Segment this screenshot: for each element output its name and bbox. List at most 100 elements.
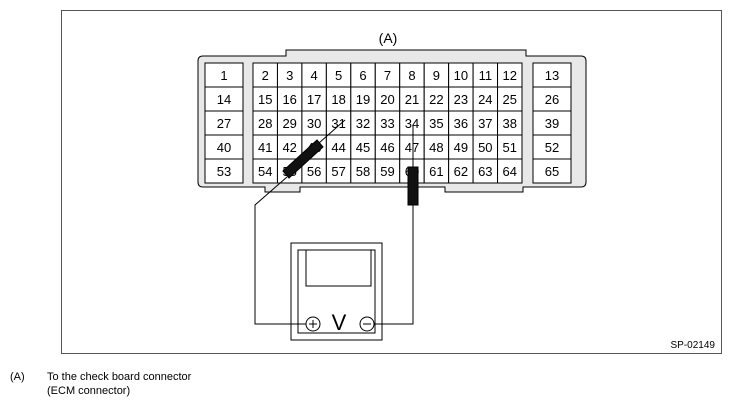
pin-63-cell: [472, 158, 499, 184]
pin-5: 5: [335, 68, 342, 83]
pin-10: 10: [454, 68, 468, 83]
legend-key: (A): [10, 371, 25, 383]
pin-7-cell: [374, 62, 401, 88]
pin-61: 61: [429, 164, 443, 179]
pin-9: 9: [433, 68, 440, 83]
pin-24-cell: [472, 86, 499, 112]
connector-label: (A): [379, 30, 398, 46]
pin-14-cell: [204, 86, 244, 112]
pin-61-cell: [423, 158, 450, 184]
pin-47-cell: [399, 134, 425, 160]
negative-probe: [407, 166, 419, 206]
pin-38-cell: [497, 110, 523, 136]
pin-46: 46: [380, 140, 394, 155]
pin-47: 47: [405, 140, 419, 155]
pin-20-cell: [374, 86, 401, 112]
pin-32: 32: [356, 116, 370, 131]
pin-54-cell: [252, 158, 278, 184]
pin-53-cell: [204, 158, 244, 184]
pin-62: 62: [454, 164, 468, 179]
pin-48: 48: [429, 140, 443, 155]
pin-31: 31: [331, 116, 345, 131]
pin-38: 38: [503, 116, 517, 131]
pin-40-cell: [204, 134, 244, 160]
pin-22: 22: [429, 92, 443, 107]
pin-56: 56: [307, 164, 321, 179]
pin-17: 17: [307, 92, 321, 107]
pin-14: 14: [217, 92, 231, 107]
pin-27: 27: [217, 116, 231, 131]
pin-1: 1: [220, 68, 227, 83]
pin-34: 34: [405, 116, 419, 131]
multimeter-display: [305, 249, 372, 287]
pin-24: 24: [478, 92, 492, 107]
pin-31-cell: [325, 110, 352, 136]
positive-probe-tip: [318, 119, 346, 144]
pin-2: 2: [262, 68, 269, 83]
pin-2-cell: [252, 62, 278, 88]
pin-48-cell: [423, 134, 450, 160]
pin-40: 40: [217, 140, 231, 155]
pin-28: 28: [258, 116, 272, 131]
pin-51: 51: [503, 140, 517, 155]
pin-15: 15: [258, 92, 272, 107]
pin-29: 29: [282, 116, 296, 131]
pin-21: 21: [405, 92, 419, 107]
pin-7: 7: [384, 68, 391, 83]
pin-54: 54: [258, 164, 272, 179]
pin-4-cell: [301, 62, 327, 88]
pin-57-cell: [325, 158, 352, 184]
pin-56-cell: [301, 158, 327, 184]
pin-64-cell: [497, 158, 523, 184]
pin-44: 44: [331, 140, 345, 155]
pin-53: 53: [217, 164, 231, 179]
pin-37: 37: [478, 116, 492, 131]
pin-65: 65: [545, 164, 559, 179]
pin-6: 6: [359, 68, 366, 83]
pin-45: 45: [356, 140, 370, 155]
pin-18: 18: [331, 92, 345, 107]
pin-34-cell: [399, 110, 425, 136]
pin-35-cell: [423, 110, 450, 136]
pin-39-cell: [532, 110, 572, 136]
negative-lead-wire: [374, 205, 414, 325]
pin-45-cell: [350, 134, 376, 160]
legend-line-2: (ECM connector): [47, 385, 131, 397]
pin-23: 23: [454, 92, 468, 107]
pin-52-cell: [532, 134, 572, 160]
pin-26: 26: [545, 92, 559, 107]
pin-22-cell: [423, 86, 450, 112]
pin-41-cell: [252, 134, 278, 160]
pin-12: 12: [503, 68, 517, 83]
pin-29-cell: [276, 110, 303, 136]
pin-11: 11: [479, 68, 493, 83]
positive-lead-wire: [254, 176, 306, 325]
pin-39: 39: [545, 116, 559, 131]
pin-58: 58: [356, 164, 370, 179]
pin-16: 16: [282, 92, 296, 107]
pin-41: 41: [258, 140, 272, 155]
pin-50: 50: [478, 140, 492, 155]
pin-65-cell: [532, 158, 572, 184]
pin-30: 30: [307, 116, 321, 131]
positive-probe: [282, 139, 324, 179]
pin-49: 49: [454, 140, 468, 155]
pin-25: 25: [503, 92, 517, 107]
pin-33: 33: [380, 116, 394, 131]
pin-59: 59: [380, 164, 394, 179]
pin-11-cell: [472, 62, 499, 88]
pin-37-cell: [472, 110, 499, 136]
pin-20: 20: [380, 92, 394, 107]
pin-23-cell: [448, 86, 474, 112]
pin-58-cell: [350, 158, 376, 184]
pin-42: 42: [282, 140, 296, 155]
pin-35: 35: [429, 116, 443, 131]
figure-code: SP-02149: [671, 340, 716, 351]
pin-57: 57: [331, 164, 345, 179]
pin-52: 52: [545, 140, 559, 155]
pin-26-cell: [532, 86, 572, 112]
pin-4: 4: [311, 68, 318, 83]
pin-62-cell: [448, 158, 474, 184]
